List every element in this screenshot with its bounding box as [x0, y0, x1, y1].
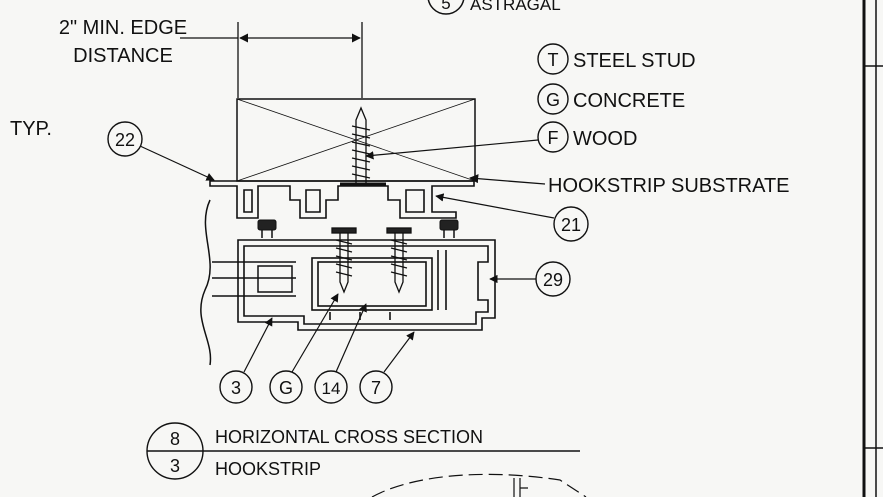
section-title: 8 3 HORIZONTAL CROSS SECTION HOOKSTRIP: [146, 422, 580, 480]
edge-distance-label-line2: DISTANCE: [73, 45, 173, 67]
typ-label: TYP.: [10, 118, 52, 140]
section-title-line1: HORIZONTAL CROSS SECTION: [215, 427, 483, 447]
callout-21-number: 21: [561, 215, 581, 235]
section-title-line2: HOOKSTRIP: [215, 459, 321, 479]
callout-7-number: 7: [371, 378, 381, 398]
edge-distance-dimension: [180, 22, 363, 98]
callout-21: 21: [435, 193, 589, 242]
section-sheet: 3: [170, 456, 180, 476]
callout-22: 22: [107, 121, 215, 181]
section-number: 8: [170, 429, 180, 449]
callout-29-number: 29: [543, 270, 563, 290]
substrate-leader: [469, 174, 546, 185]
gasket-clips: [257, 219, 459, 238]
callout-g-number: G: [279, 378, 293, 398]
wood-leader: [365, 139, 539, 160]
legend-key: T: [548, 50, 559, 70]
fastener-legend: T STEEL STUD G CONCRETE F WOOD: [365, 43, 696, 160]
legend-item-concrete: G CONCRETE: [537, 83, 685, 115]
astragal-bubble: [427, 0, 465, 15]
legend-text: CONCRETE: [573, 90, 685, 112]
hookstrip-profile: [209, 180, 475, 219]
astragal-bubble-number: 5: [441, 0, 450, 13]
astragal-label: ASTRAGAL: [470, 0, 561, 14]
legend-item-steel-stud: T STEEL STUD: [537, 43, 696, 75]
door-leaf: [200, 199, 296, 366]
legend-text: WOOD: [573, 128, 637, 150]
legend-bubble: [537, 83, 569, 115]
edge-distance-label-line1: 2" MIN. EDGE: [59, 17, 187, 39]
detail-circle-partial: [371, 473, 587, 497]
frame-screws: [331, 227, 412, 294]
astragal-reference: 5 ASTRAGAL: [427, 0, 561, 15]
legend-bubble: [537, 43, 569, 75]
legend-key: F: [548, 128, 559, 148]
callout-14-number: 14: [322, 379, 341, 398]
legend-key: G: [546, 90, 560, 110]
callout-29: 29: [489, 261, 571, 297]
bottom-callouts: 3 G 14 7: [219, 293, 415, 404]
legend-text: STEEL STUD: [573, 50, 696, 72]
legend-bubble: [537, 121, 569, 153]
callout-3-number: 3: [231, 378, 241, 398]
legend-item-wood: F WOOD: [537, 121, 637, 153]
substrate-screw: [351, 106, 371, 186]
callout-22-number: 22: [115, 130, 135, 150]
sheet-border: [862, 0, 883, 497]
door-frame-extrusion: [237, 239, 496, 331]
hookstrip-substrate-label: HOOKSTRIP SUBSTRATE: [548, 175, 790, 197]
